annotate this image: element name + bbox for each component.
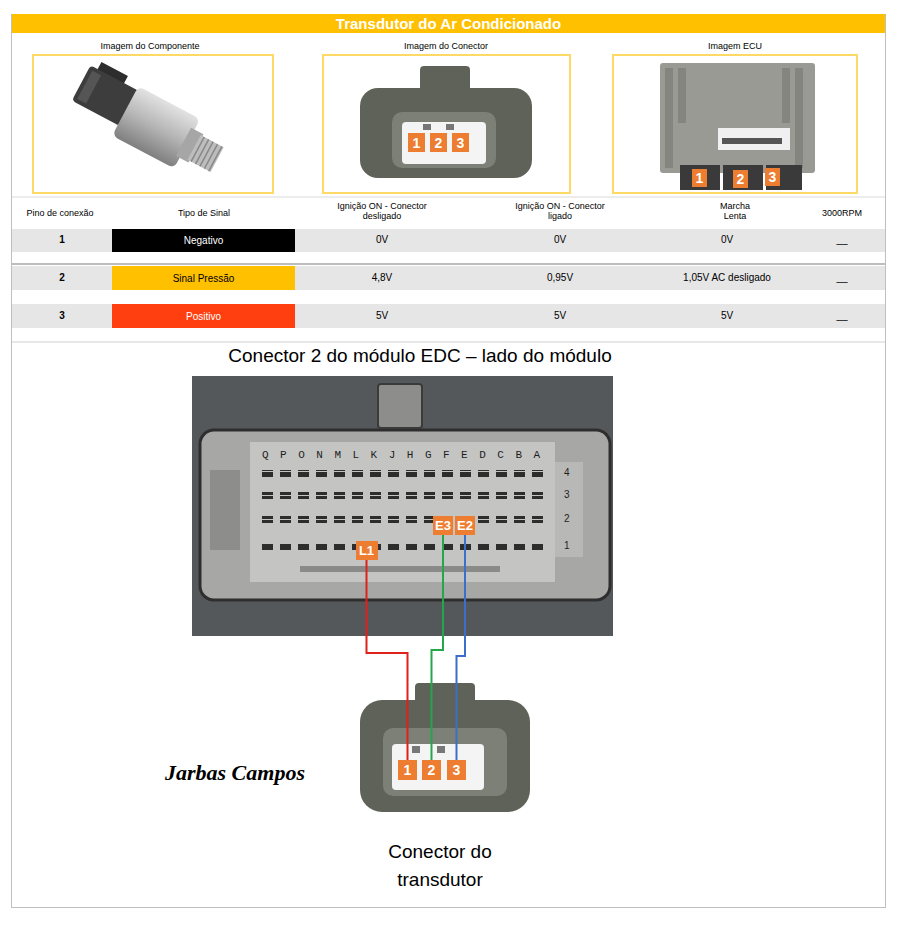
pin-row-number: 3	[564, 489, 580, 501]
column-header: Ignição ON - Conector ligado	[515, 201, 605, 222]
table-cell: __	[822, 310, 862, 322]
table-cell: 1	[47, 234, 77, 246]
connector-number: 1	[692, 169, 707, 187]
column-header: 3000RPM	[812, 208, 872, 219]
pin-number: 2	[430, 133, 447, 152]
table-cell: 0V	[520, 234, 600, 246]
table-cell: 5V	[520, 310, 600, 322]
box-text: 3	[769, 169, 777, 185]
image-caption: Imagem do Conector	[346, 41, 546, 52]
box-text: 1	[404, 762, 412, 778]
table-cell: 0,95V	[520, 272, 600, 284]
box-text: 1	[696, 170, 704, 186]
pin-row-number: 4	[564, 467, 580, 479]
connector-number: 3	[765, 168, 780, 186]
box-text: 2	[737, 171, 745, 187]
pin-number: 3	[452, 133, 469, 152]
section-caption: Conector 2 do módulo EDC – lado do módul…	[160, 345, 680, 368]
connector-number: 2	[733, 170, 748, 188]
pin-row-number: 1	[564, 540, 580, 552]
pin-label: E3	[433, 516, 453, 535]
box-text: 1	[413, 135, 421, 151]
watermark: Jarbas Campos	[165, 760, 365, 786]
box-text: 2	[435, 135, 443, 151]
table-row	[12, 304, 885, 328]
table-cell: 5V	[662, 310, 792, 322]
box-text: Positivo	[186, 311, 221, 322]
box-text: 2	[428, 762, 436, 778]
sensor-drawing	[66, 58, 232, 184]
image-caption: Imagem do Componente	[50, 41, 250, 52]
table-cell: 5V	[342, 310, 422, 322]
table-cell: 0V	[662, 234, 792, 246]
table-cell: __	[822, 272, 862, 284]
box-text: Negativo	[184, 235, 223, 246]
column-header: Pino de conexão	[10, 208, 110, 219]
table-row	[12, 229, 885, 252]
frame	[12, 15, 886, 908]
box-text: 3	[453, 762, 461, 778]
table-cell: 4,8V	[342, 272, 422, 284]
ecu-connector-drawing	[192, 376, 613, 636]
box-text: 3	[457, 135, 465, 151]
box-text: E3	[435, 518, 451, 533]
signal-type-cell: Sinal Pressão	[112, 266, 295, 290]
box-text: Sinal Pressão	[173, 273, 235, 284]
title-bar: Transdutor do Ar Condicionado	[12, 14, 885, 33]
connector-drawing	[360, 66, 532, 178]
connector-drawing	[360, 683, 530, 812]
pin-column-letters: Q P O N M L K J H G F E D C B A	[262, 449, 562, 462]
table-cell: 2	[47, 272, 77, 284]
box-text: E2	[457, 518, 473, 533]
wire	[457, 535, 466, 760]
table-cell: 1,05V AC desligado	[662, 272, 792, 284]
image-frame	[33, 55, 273, 193]
pin-number: 2	[422, 760, 441, 780]
pin-number: 3	[447, 760, 466, 780]
table-cell: 0V	[342, 234, 422, 246]
table-cell: __	[822, 234, 862, 246]
pin-label: L1	[356, 541, 378, 560]
pin-number: 1	[408, 133, 425, 152]
ecu-drawing	[660, 63, 815, 190]
pin-number: 1	[398, 760, 417, 780]
wire	[432, 535, 444, 760]
image-caption: Imagem ECU	[635, 41, 835, 52]
pin-row-number: 2	[564, 513, 580, 525]
table-cell: 3	[47, 310, 77, 322]
pin-label: E2	[455, 516, 475, 535]
image-frame	[323, 55, 570, 193]
signal-type-cell: Positivo	[112, 304, 295, 328]
column-header: Ignição ON - Conector desligado	[337, 201, 427, 222]
wire	[367, 560, 408, 760]
image-frame	[613, 55, 857, 193]
section-caption: Conector do transdutor	[360, 838, 520, 894]
box-text: L1	[359, 543, 374, 558]
signal-type-cell: Negativo	[112, 229, 295, 252]
column-header: Marcha Lenta	[713, 201, 758, 222]
table-row	[12, 266, 885, 290]
column-header: Tipo de Sinal	[144, 208, 264, 219]
